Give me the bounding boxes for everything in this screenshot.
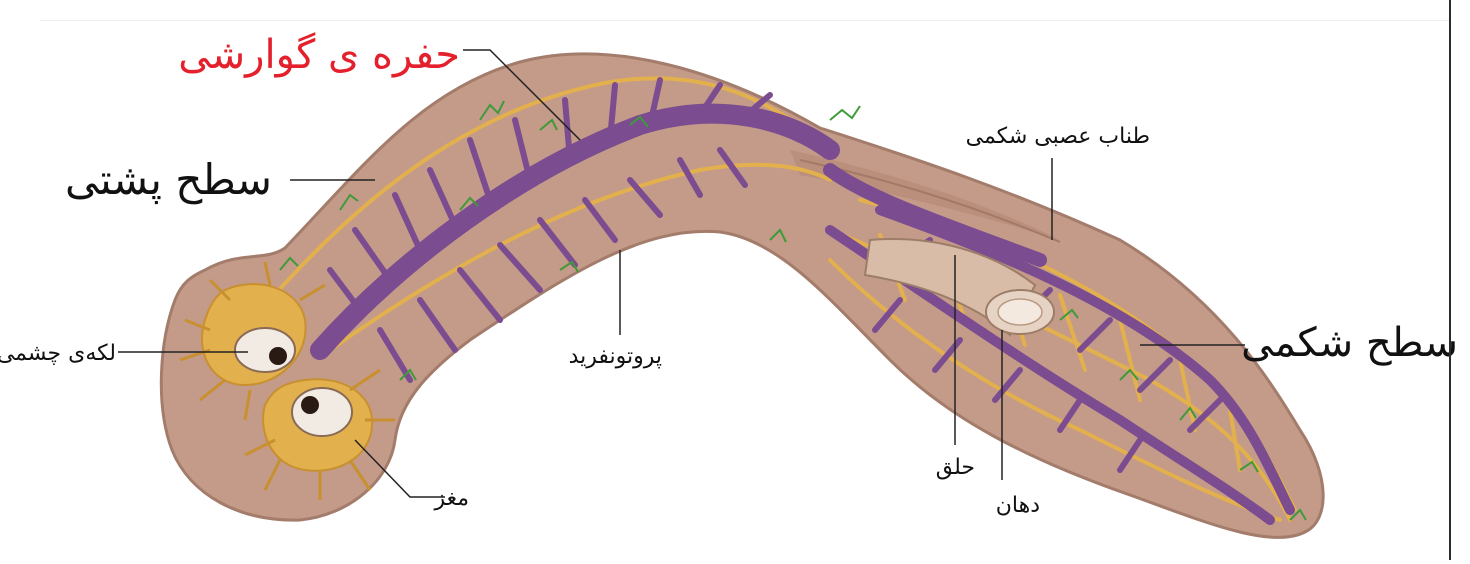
frame-top-border [40,20,1450,21]
eyespot-upper-pupil [269,347,287,365]
label-eyespot: لکه‌ی چشمی [0,341,116,366]
mouth-inner [998,299,1042,325]
label-digestive-cavity: حفره ی گوارشی [178,32,460,78]
eyespot-upper [235,328,295,372]
label-mouth: دهان [996,493,1040,518]
eyespot-lower-pupil [301,396,319,414]
label-brain: مغز [433,486,469,511]
frame-right-border [1449,0,1451,560]
label-protonephridium: پروتونفرید [569,344,662,369]
label-dorsal-surface: سطح پشتی [65,155,272,205]
label-pharynx: حلق [936,455,975,480]
eyespot-lower [292,388,352,436]
label-ventral-nerve-cord: طناب عصبی شکمی [966,124,1150,149]
label-ventral-surface: سطح شکمی [1241,320,1458,366]
